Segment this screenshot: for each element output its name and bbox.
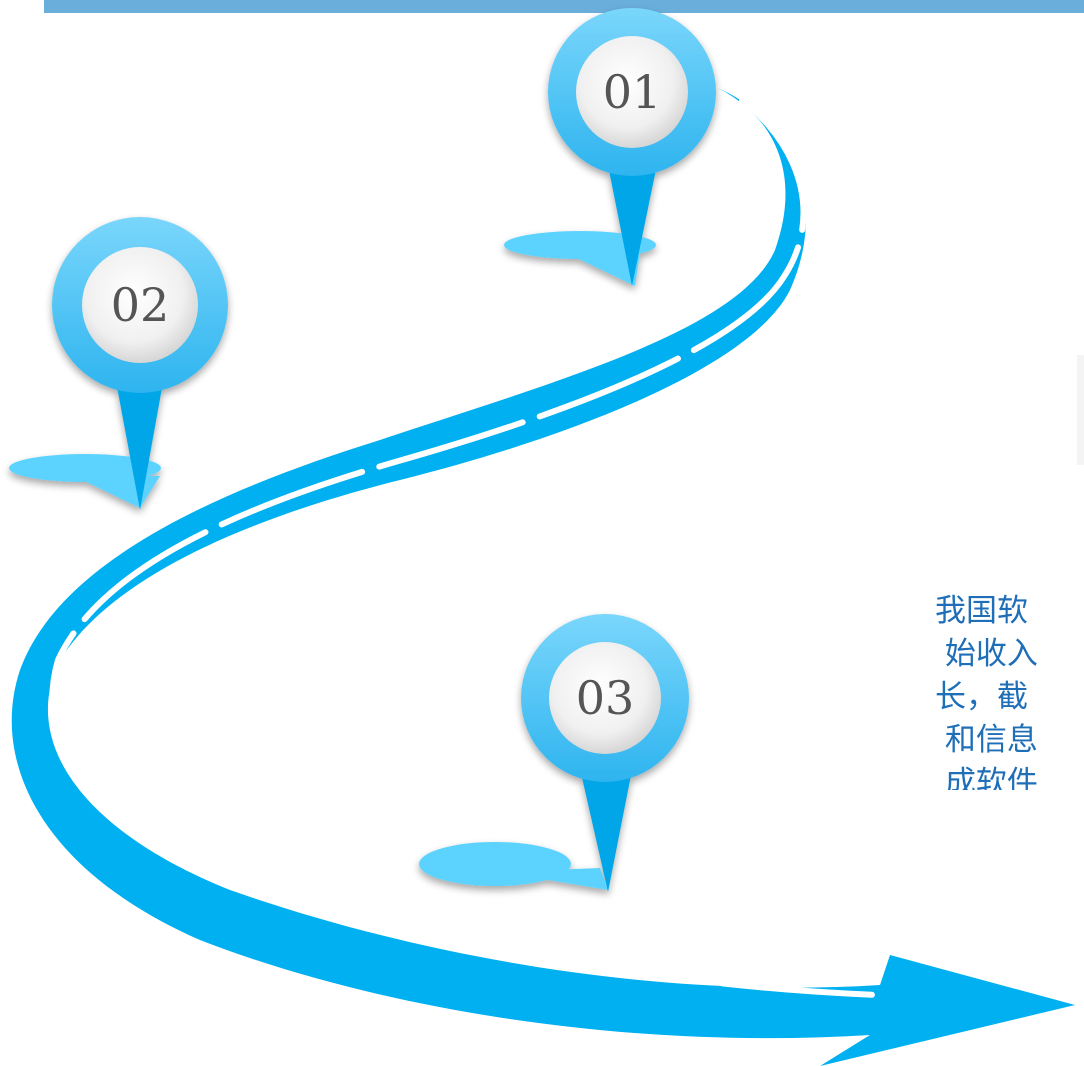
body-text-line: 始收入: [935, 633, 1084, 676]
marker-01-label: 01: [577, 37, 687, 147]
marker-label-text: 03: [576, 671, 635, 725]
body-text-line: 长，截: [935, 676, 1084, 719]
marker-label-text: 02: [111, 278, 170, 332]
body-text-line: 和信息: [935, 719, 1084, 762]
body-text-line: 成软件: [935, 762, 1084, 790]
marker-label-text: 01: [603, 65, 662, 119]
body-text-line: 我国软: [935, 590, 1084, 633]
marker-03-label: 03: [550, 643, 660, 753]
marker-02-label: 02: [85, 250, 195, 360]
pin-shadow-tail: [70, 474, 160, 508]
body-text-block: 我国软 始收入 长，截 和信息 成软件 元，: [935, 590, 1084, 790]
